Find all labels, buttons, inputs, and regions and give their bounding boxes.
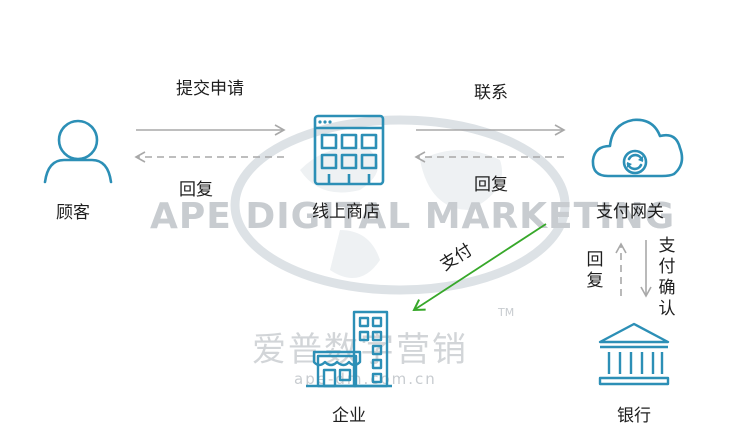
contact-label: 联系 xyxy=(474,83,508,103)
watermark-trademark: TM xyxy=(498,306,515,319)
reply-to-customer-label: 回复 xyxy=(179,180,213,200)
gateway-label: 支付网关 xyxy=(596,202,664,222)
bank-label: 银行 xyxy=(617,406,651,426)
payment-confirm-label: 支付确认 xyxy=(658,236,676,319)
enterprise-label: 企业 xyxy=(332,406,366,426)
shop-label: 线上商店 xyxy=(312,202,380,222)
customer-label: 顾客 xyxy=(56,203,90,223)
submit-request-label: 提交申请 xyxy=(176,79,244,99)
watermark-url: ape-dm.com.cn xyxy=(294,370,437,388)
arrow-pay xyxy=(412,223,547,312)
bank-reply-label: 回复 xyxy=(586,250,604,291)
watermark-main-text: APE DIGITAL MARKETING xyxy=(150,196,676,237)
reply-to-shop-label: 回复 xyxy=(474,175,508,195)
